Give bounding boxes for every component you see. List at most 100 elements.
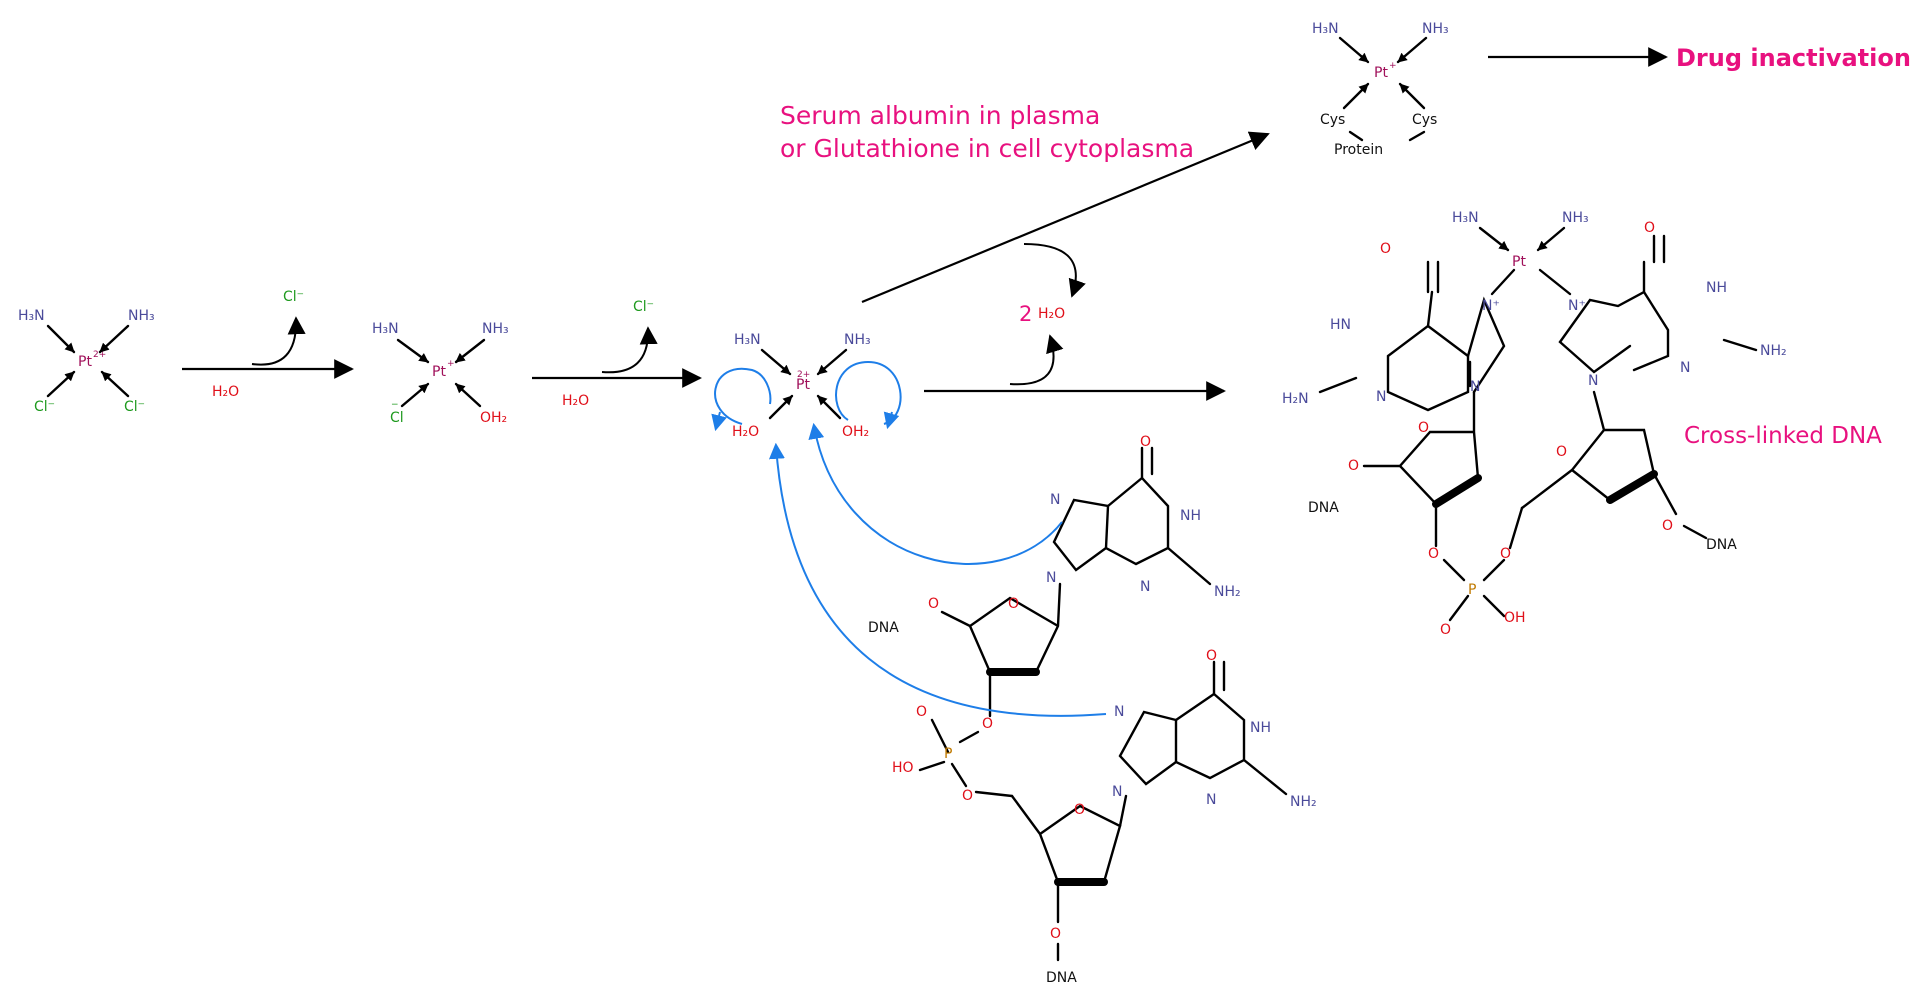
bond-line: [816, 394, 842, 420]
atom-label: NH₃: [482, 321, 509, 337]
dna-label: DNA: [868, 620, 899, 636]
atom-label: HN: [1330, 317, 1351, 333]
electron-arrow: [808, 422, 1063, 565]
chloride-label: Cl⁻: [34, 399, 55, 415]
bond-line: [1396, 36, 1428, 64]
hydrolysis-step-2: Cl⁻ H₂O: [532, 299, 702, 409]
inactivation-branch: Serum albumin in plasma or Glutathione i…: [780, 101, 1270, 304]
bond-line: [1632, 290, 1670, 372]
leaving-group-curved-arrow: [251, 316, 306, 366]
atom-label: N: [1046, 570, 1056, 586]
bond-line: [400, 382, 430, 408]
bond-line: [1520, 468, 1574, 510]
atom-label: NH₃: [844, 332, 871, 348]
atom-label: NH: [1180, 508, 1201, 524]
bond-line: [1166, 546, 1212, 586]
cysteine-label: Cys: [1412, 112, 1437, 128]
bond-line: [1106, 476, 1144, 508]
ammine-label: H₃N: [18, 308, 45, 324]
atom-label: O: [1348, 458, 1359, 474]
atom-label: N⁺: [1568, 298, 1586, 314]
atom-label: −: [391, 400, 399, 410]
platinum-label: Pt: [432, 364, 446, 380]
bond-line: [950, 762, 968, 788]
monoaqua-complex: H₃N NH₃ Pt + Cl − OH₂: [372, 321, 509, 426]
platinum-label: Pt: [796, 377, 810, 393]
bond-line: [1242, 758, 1288, 796]
chloride-label: Cl⁻: [633, 299, 654, 315]
dna-binding-step: 2 H₂O: [924, 243, 1226, 401]
hydrolysis-step-1: Cl⁻ H₂O: [182, 289, 354, 400]
bond-line: [1052, 446, 1170, 572]
bond-line: [711, 411, 727, 432]
atom-label: O: [1644, 220, 1655, 236]
atom-label: HO: [892, 760, 914, 776]
dative-bond: [46, 370, 76, 398]
atom-label: +: [1389, 61, 1397, 71]
bond-line: [1118, 794, 1128, 828]
atom-label: O: [1008, 596, 1019, 612]
bond-line: [1482, 594, 1506, 618]
ammine-label: NH₃: [128, 308, 155, 324]
atom-label: N: [1140, 579, 1150, 595]
atom-label: O: [1050, 926, 1061, 942]
atom-label: N: [1588, 373, 1598, 389]
atom-label: N: [1112, 784, 1122, 800]
atom-label: P: [1468, 582, 1476, 598]
bond-line: [768, 394, 794, 420]
atom-label: O: [1500, 546, 1511, 562]
chloride-label: Cl⁻: [283, 289, 304, 305]
atom-label: N: [1206, 792, 1216, 808]
atom-label: O: [1662, 518, 1673, 534]
atom-label: O: [916, 704, 927, 720]
bond-line: [1442, 558, 1466, 582]
bond-line: [1386, 290, 1470, 412]
bond-line: [1408, 130, 1426, 142]
cysteine-label: Cys: [1320, 112, 1345, 128]
diaqua-complex: H₃N NH₃ Pt 2+ H₂O OH₂: [711, 332, 902, 440]
bond-line: [1318, 376, 1358, 394]
nucleophilic-attack-arrows: [768, 422, 1107, 717]
bond-line: [1023, 243, 1086, 298]
bond-line: [1538, 268, 1572, 296]
atom-label: +: [447, 359, 455, 369]
bond-line: [601, 326, 658, 374]
atom-label: NH: [1250, 720, 1271, 736]
dative-bond: [46, 324, 76, 354]
atom-label: OH: [1504, 610, 1526, 626]
protein-bound-platinum: H₃N NH₃ Pt + Cys Cys Protein Drug inacti…: [1312, 21, 1911, 158]
atom-label: P: [944, 746, 952, 762]
atom-label: O: [962, 788, 973, 804]
bond-line: [1606, 470, 1658, 504]
atom-label: N: [1114, 704, 1124, 720]
bond-line: [816, 348, 848, 376]
water-label: H₂O: [562, 393, 589, 409]
bond-line: [1536, 226, 1566, 252]
bond-line: [1342, 82, 1370, 110]
bond-line: [396, 338, 430, 364]
bond-line: [454, 338, 486, 364]
bond-line: [1482, 558, 1506, 582]
dna-label: DNA: [1308, 500, 1339, 516]
atom-label: N: [1050, 492, 1060, 508]
cisplatin: H₃N NH₃ Pt 2+ Cl⁻ Cl⁻: [18, 308, 155, 415]
atom-label: N: [1376, 389, 1386, 405]
dna-label: DNA: [1706, 537, 1737, 553]
atom-label: N⁺: [1482, 298, 1500, 314]
water-label: H₂O: [212, 384, 239, 400]
bond-line: [1009, 334, 1064, 386]
bond-line: [1466, 296, 1506, 394]
atom-label: H₃N: [372, 321, 399, 337]
platinum-label: Pt: [78, 354, 92, 370]
bond-line: [454, 382, 482, 408]
bond-line: [958, 730, 980, 744]
bond-line: [940, 610, 972, 628]
atom-label: O: [1428, 546, 1439, 562]
free-dna-strand: O NH NH₂ N N N O O DNA O P O HO O O NH N…: [868, 434, 1317, 986]
bond-line: [1174, 692, 1216, 722]
bond-line: [760, 348, 792, 376]
electron-arrow: [835, 360, 902, 425]
atom-label: O: [928, 596, 939, 612]
dative-bond: [98, 324, 130, 354]
atom-label: H₃N: [1312, 21, 1339, 37]
